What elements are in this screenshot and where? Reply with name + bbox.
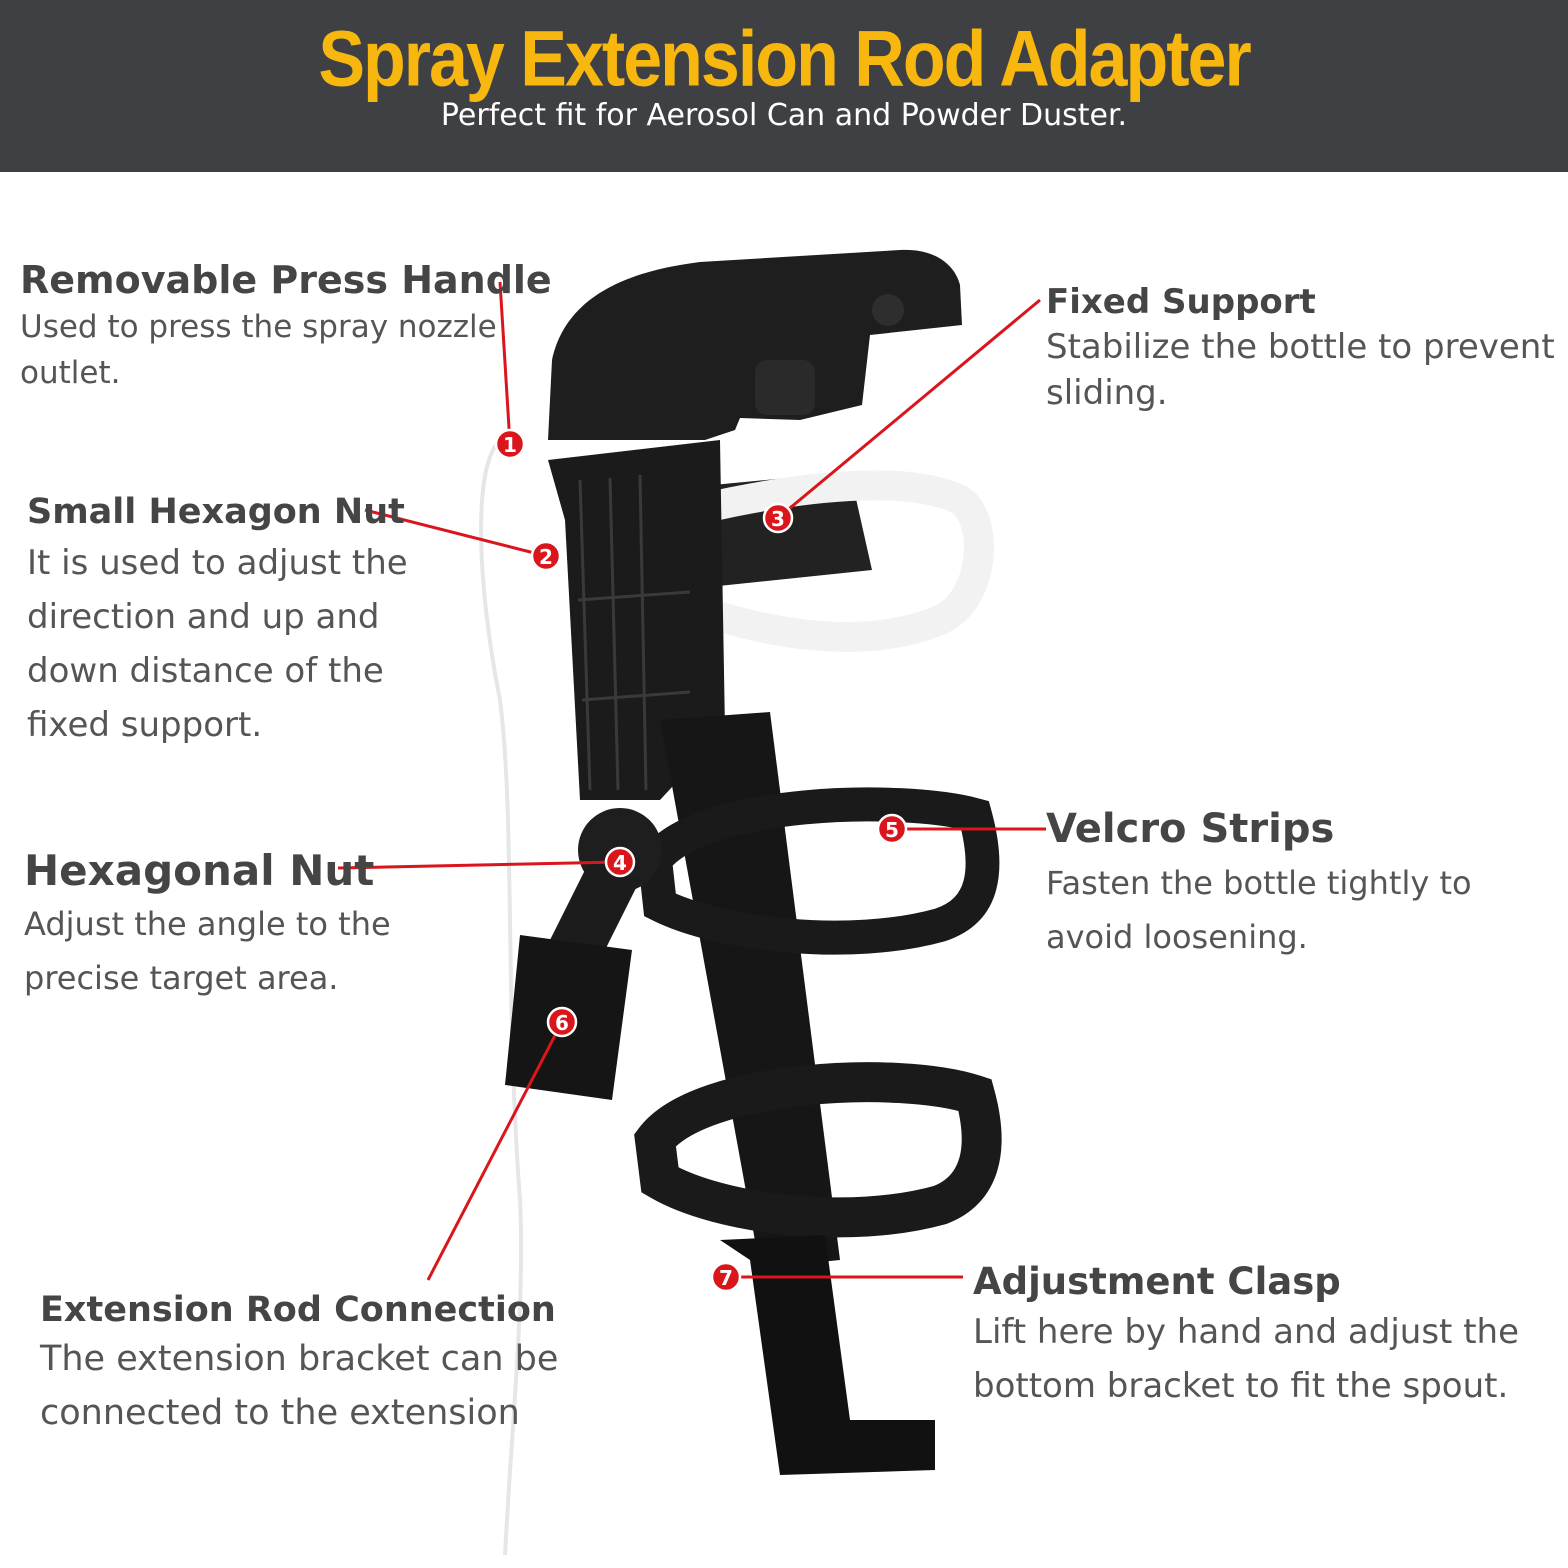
callout-title: Hexagonal Nut xyxy=(24,846,375,895)
callout-markers: 1 2 3 4 5 6 7 xyxy=(494,428,908,1293)
callout-line-text: precise target area. xyxy=(24,959,339,997)
svg-text:1: 1 xyxy=(503,433,517,457)
callout-line-text: Fasten the bottle tightly to xyxy=(1046,864,1472,902)
callout-line-text: Lift here by hand and adjust the xyxy=(973,1312,1519,1352)
callout-line-text: avoid loosening. xyxy=(1046,918,1308,956)
press-handle xyxy=(548,249,962,440)
velcro-strip-upper xyxy=(637,787,1000,955)
callout-description: The extension bracket can be connected t… xyxy=(40,1332,560,1440)
callout-description: Used to press the spray nozzle outlet. xyxy=(20,304,510,396)
callout-line-text: down distance of the xyxy=(27,651,384,691)
callout-fixed-support: Fixed Support Stabilize the bottle to pr… xyxy=(1046,282,1566,416)
marker-4: 4 xyxy=(604,846,636,878)
page-title: Spray Extension Rod Adapter xyxy=(318,15,1251,103)
svg-text:6: 6 xyxy=(555,1011,569,1035)
callout-velcro-strips: Velcro Strips Fasten the bottle tightly … xyxy=(1046,806,1546,964)
callout-line-text: The extension bracket can be xyxy=(40,1339,559,1379)
cord xyxy=(479,438,524,1556)
callout-line-text: connected to the extension xyxy=(40,1393,520,1433)
callout-title: Extension Rod Connection xyxy=(40,1290,556,1330)
callout-description: It is used to adjust the direction and u… xyxy=(27,536,427,752)
callout-small-hexagon-nut: Small Hexagon Nut It is used to adjust t… xyxy=(27,492,427,752)
handle-pin xyxy=(755,360,815,415)
frame-ribs xyxy=(577,474,691,791)
callout-line-3 xyxy=(777,298,1041,520)
callout-description: Fasten the bottle tightly to avoid loose… xyxy=(1046,856,1546,964)
callout-title: Velcro Strips xyxy=(1046,806,1335,852)
svg-text:4: 4 xyxy=(613,851,627,875)
callout-line-4 xyxy=(337,860,621,870)
angled-arm xyxy=(545,860,640,960)
header-banner: Spray Extension Rod Adapter Perfect fit … xyxy=(0,0,1568,172)
callout-removable-press-handle: Removable Press Handle Used to press the… xyxy=(20,258,552,396)
callout-hexagonal-nut: Hexagonal Nut Adjust the angle to the pr… xyxy=(24,846,424,1005)
callout-line-text: sliding. xyxy=(1046,373,1168,413)
callout-line-text: Adjust the angle to the xyxy=(24,905,391,943)
marker-5: 5 xyxy=(876,813,908,845)
callout-title: Fixed Support xyxy=(1046,282,1316,322)
velcro-strip-lower xyxy=(634,1062,1002,1238)
svg-text:7: 7 xyxy=(719,1266,733,1290)
marker-3: 3 xyxy=(762,502,794,534)
callout-line-text: bottom bracket to fit the spout. xyxy=(973,1366,1509,1406)
callout-line-text: direction and up and xyxy=(27,597,380,637)
lower-rail xyxy=(660,712,840,1268)
svg-text:2: 2 xyxy=(539,545,553,569)
bottom-bracket xyxy=(720,1235,935,1475)
callout-line-text: Stabilize the bottle to prevent xyxy=(1046,327,1555,367)
svg-text:5: 5 xyxy=(885,818,899,842)
page-subtitle: Perfect fit for Aerosol Can and Powder D… xyxy=(440,98,1128,133)
callout-description: Lift here by hand and adjust the bottom … xyxy=(973,1305,1553,1413)
marker-7: 7 xyxy=(710,1261,742,1293)
callout-description: Adjust the angle to the precise target a… xyxy=(24,897,424,1005)
callout-line-2 xyxy=(364,508,547,558)
marker-2: 2 xyxy=(530,540,562,572)
product-illustration xyxy=(479,249,1002,1556)
callout-line-text: outlet. xyxy=(20,355,121,391)
marker-6: 6 xyxy=(546,1006,578,1038)
callout-title: Small Hexagon Nut xyxy=(27,492,405,532)
callout-line-text: Used to press the spray nozzle xyxy=(20,309,497,345)
callout-adjustment-clasp: Adjustment Clasp Lift here by hand and a… xyxy=(973,1260,1553,1413)
svg-text:3: 3 xyxy=(771,507,785,531)
callout-line-text: fixed support. xyxy=(27,705,263,745)
main-frame xyxy=(548,440,725,800)
callout-line-6 xyxy=(426,1021,564,1281)
marker-1: 1 xyxy=(494,428,526,460)
white-strap xyxy=(623,470,994,652)
callout-title: Removable Press Handle xyxy=(20,258,552,302)
callout-description: Stabilize the bottle to prevent sliding. xyxy=(1046,324,1566,416)
callout-line-1 xyxy=(498,281,512,445)
callout-extension-rod-connection: Extension Rod Connection The extension b… xyxy=(40,1290,560,1440)
callout-lines xyxy=(337,281,1046,1281)
pivot-knob xyxy=(872,294,904,326)
callout-line-text: It is used to adjust the xyxy=(27,543,408,583)
callout-title: Adjustment Clasp xyxy=(973,1260,1341,1303)
